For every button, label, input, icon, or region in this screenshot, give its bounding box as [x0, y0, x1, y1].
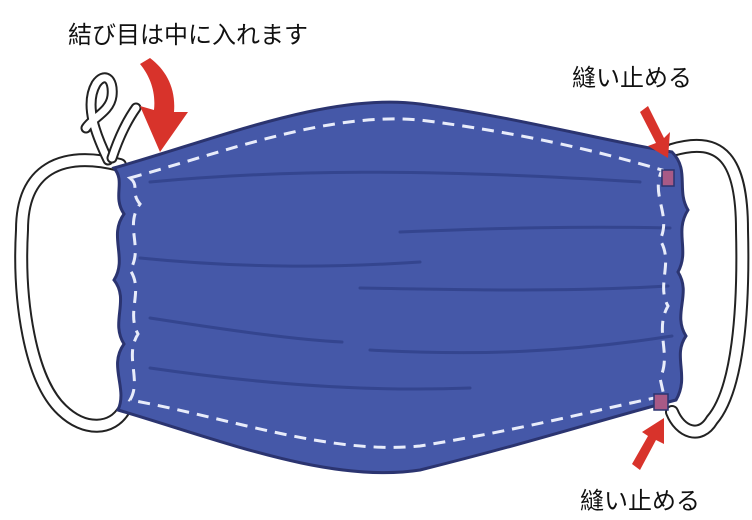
red-arrow-icon	[632, 418, 664, 470]
pleat-lines	[138, 170, 674, 391]
sew-shut-bottom-label: 縫い止める	[580, 487, 700, 515]
red-arrow-icon	[140, 58, 188, 152]
stitch-line	[126, 117, 670, 449]
knot-inside-label: 結び目は中に入れます	[68, 21, 308, 49]
mask-body	[111, 100, 690, 475]
sew-shut-top-label: 縫い止める	[572, 64, 692, 92]
red-arrow-icon	[640, 106, 670, 158]
right-ear-loop	[665, 138, 750, 439]
knot	[80, 72, 142, 166]
tack-mark-bottom-right	[653, 393, 669, 411]
tack-mark-top-right	[661, 169, 675, 187]
left-ear-loop	[14, 153, 131, 433]
